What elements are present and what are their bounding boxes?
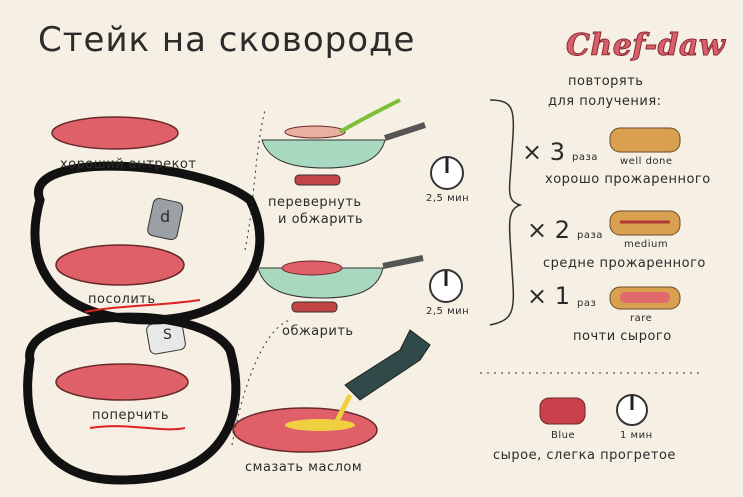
steak-in-pan-2 xyxy=(281,260,343,276)
salt-label: посолить xyxy=(88,292,156,307)
times-medium: × 2 xyxy=(527,216,571,244)
spatula-icon xyxy=(338,98,401,134)
repeat-header-1: повторять xyxy=(568,74,644,89)
unit-medium: раза xyxy=(577,230,603,241)
pan-2-handle xyxy=(382,255,424,269)
marker-circle-bottom xyxy=(23,312,241,485)
bracket xyxy=(489,99,523,326)
fry-label: обжарить xyxy=(282,324,354,339)
salt-underline xyxy=(84,299,201,313)
flip-label-1: перевернуть xyxy=(268,195,362,210)
steak-raw xyxy=(51,116,179,150)
frying-pan-2 xyxy=(257,267,384,299)
flip-label-2: и обжарить xyxy=(278,212,364,227)
pepper-label: поперчить xyxy=(92,408,170,423)
steak-well-done xyxy=(609,127,681,153)
oil-bottle-icon xyxy=(344,329,431,401)
en-rare: rare xyxy=(630,313,653,324)
burner-2 xyxy=(291,301,338,313)
unit-well-done: раза xyxy=(572,152,598,163)
en-blue: Blue xyxy=(551,430,576,441)
marker-circle-top xyxy=(30,161,265,325)
pepper-underline xyxy=(89,425,186,431)
repeat-header-2: для получения: xyxy=(548,94,662,109)
chef-daw-logo: Chef-daw xyxy=(565,28,726,64)
salt-shaker-letter: d xyxy=(160,207,171,226)
ru-blue: сырое, слегка прогретое xyxy=(493,448,676,463)
ru-well-done: хорошо прожаренного xyxy=(545,172,711,187)
salt-shaker-icon xyxy=(147,197,184,241)
ru-medium: средне прожаренного xyxy=(543,256,706,271)
ru-rare: почти сырого xyxy=(573,329,672,344)
steak-label: хороший антрекот xyxy=(60,157,197,172)
steak-peppered xyxy=(55,363,189,401)
en-well-done: well done xyxy=(620,156,673,167)
times-rare: × 1 xyxy=(527,282,571,310)
flow-line xyxy=(244,109,266,251)
en-medium: medium xyxy=(624,239,669,250)
oil-label: смазать маслом xyxy=(245,460,363,475)
burner-1 xyxy=(294,174,341,186)
pan-1-handle xyxy=(384,122,426,141)
times-well-done: × 3 xyxy=(522,138,566,166)
steak-blue xyxy=(539,397,586,425)
frying-pan-1 xyxy=(261,139,386,169)
timer-label-1: 2,5 мин xyxy=(426,193,470,204)
time-blue: 1 мин xyxy=(620,430,653,441)
pepper-shaker-letter: S xyxy=(163,327,173,343)
timer-label-2: 2,5 мин xyxy=(426,306,470,317)
page-title: Стейк на сковороде xyxy=(38,20,416,60)
unit-rare: раз xyxy=(577,298,597,309)
steak-in-pan-1 xyxy=(284,125,346,139)
steak-salted xyxy=(55,244,185,286)
